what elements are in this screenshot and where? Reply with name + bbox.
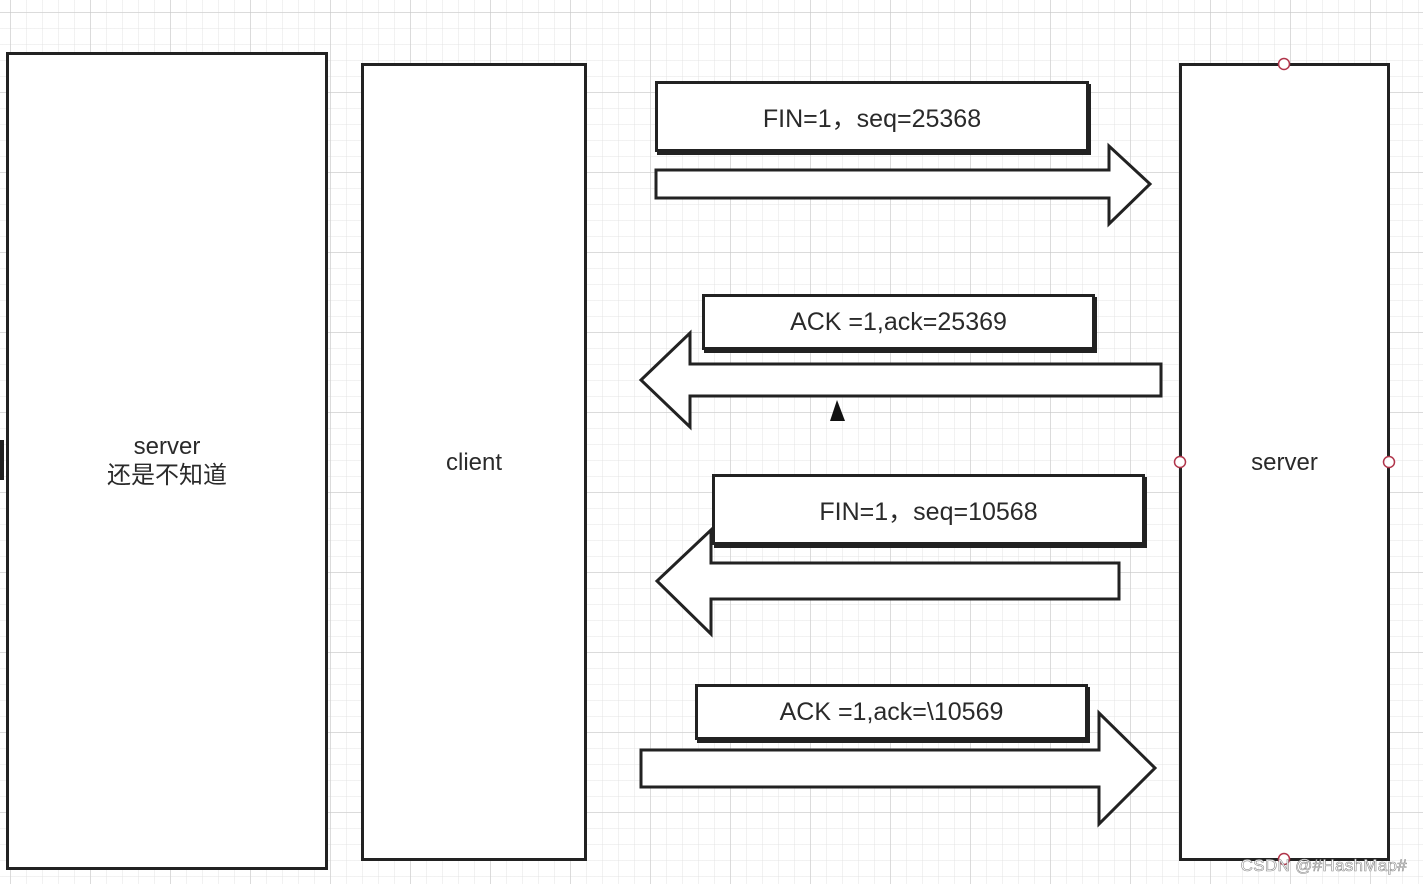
right-server-label: server	[1251, 448, 1318, 476]
left-server-label-line1: server	[133, 433, 201, 460]
message-label: ACK =1,ack=25369	[790, 307, 1007, 336]
connection-point-right[interactable]	[1382, 455, 1396, 469]
client-box[interactable]: client	[361, 63, 587, 861]
connection-point-left[interactable]	[1173, 455, 1187, 469]
left-server-label-line2: 还是不知道	[107, 462, 227, 489]
left-server-label: server 还是不知道	[107, 432, 227, 490]
message-box-ack-server[interactable]: ACK =1,ack=25369	[702, 294, 1095, 350]
message-box-ack-client[interactable]: ACK =1,ack=\10569	[695, 684, 1088, 740]
arrow-fin-server-to-client[interactable]	[654, 526, 1121, 638]
client-label: client	[445, 448, 503, 476]
cursor-triangle-icon	[830, 400, 845, 421]
message-label: FIN=1，seq=10568	[819, 497, 1038, 526]
watermark: CSDN @#HashMap#	[1240, 856, 1407, 876]
arrow-ack-client-to-server[interactable]	[639, 709, 1158, 828]
connection-point-top[interactable]	[1277, 57, 1291, 71]
arrow-ack-server-to-client[interactable]	[638, 329, 1163, 431]
message-box-fin-server[interactable]: FIN=1，seq=10568	[712, 474, 1145, 545]
message-label: FIN=1，seq=25368	[762, 104, 982, 133]
arrow-fin-client-to-server[interactable]	[654, 142, 1153, 228]
left-server-box[interactable]: server 还是不知道	[6, 52, 328, 870]
message-box-fin-client[interactable]: FIN=1，seq=25368	[655, 81, 1089, 152]
connection-point-bottom[interactable]	[1277, 852, 1291, 866]
edge-marker	[0, 440, 4, 480]
message-label: ACK =1,ack=\10569	[779, 697, 1004, 726]
